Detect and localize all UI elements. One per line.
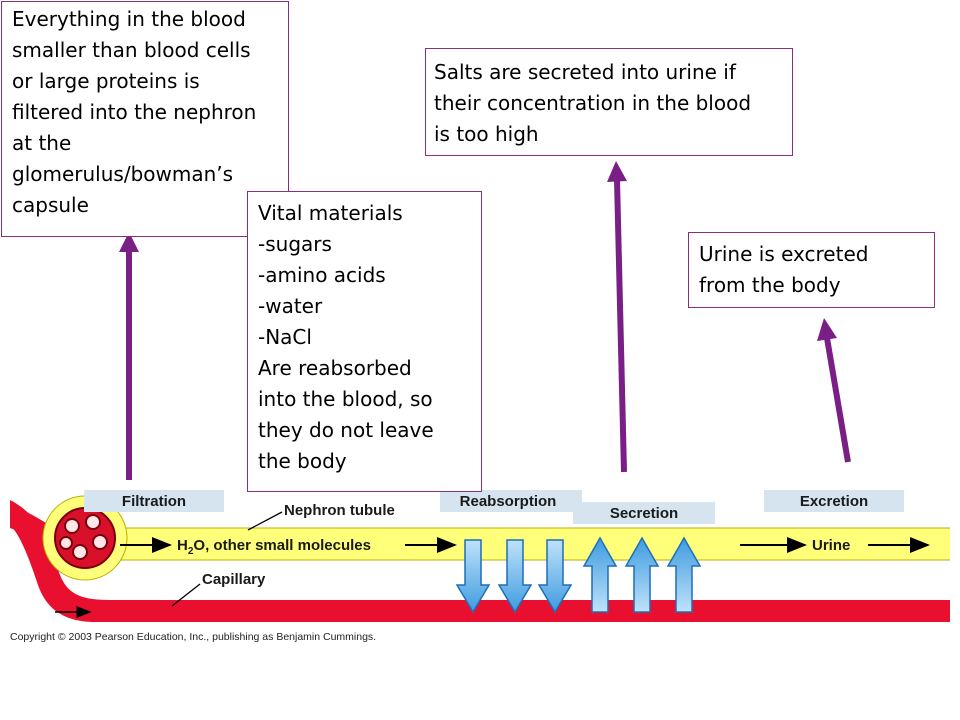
callout-line: Everything in the blood <box>12 7 246 31</box>
callout-line: capsule <box>12 193 89 217</box>
callout-secretion: Salts are secreted into urine if their co… <box>425 48 793 156</box>
callout-excretion: Urine is excreted from the body <box>688 232 935 308</box>
callout-line: Are reabsorbed <box>258 356 412 380</box>
callout-line: filtered into the nephron <box>12 100 257 124</box>
callout-line: -sugars <box>258 232 332 256</box>
callout-line: Vital materials <box>258 201 403 225</box>
callout-line: -water <box>258 294 323 318</box>
stage-label-excretion: Excretion <box>800 493 868 510</box>
callout-line: -NaCl <box>258 325 312 349</box>
pointer-nephron-tubule <box>247 511 283 531</box>
callout-line: the body <box>258 449 347 473</box>
callout-line: Salts are secreted into urine if <box>434 60 736 84</box>
callout-line: -amino acids <box>258 263 386 287</box>
capillary-vessel <box>10 500 950 622</box>
label-nephron-tubule: Nephron tubule <box>284 502 395 519</box>
stage-box-secretion <box>573 502 715 524</box>
label-urine: Urine <box>812 537 850 554</box>
callout-line: Urine is excreted <box>699 242 869 266</box>
callout-line: their concentration in the blood <box>434 91 752 115</box>
glomerulus <box>54 507 116 569</box>
stage-label-secretion: Secretion <box>610 505 678 522</box>
stage-label-reabsorption: Reabsorption <box>460 493 557 510</box>
callout-line: into the blood, so <box>258 387 433 411</box>
callout-reabsorption: Vital materials -sugars -amino acids -water… <box>247 191 482 492</box>
stage-box-excretion <box>764 490 904 512</box>
callout-line: glomerulus/bowman’s <box>12 162 234 186</box>
label-h2o: H2O, other small molecules <box>177 537 371 557</box>
stage-box-reabsorption <box>440 490 582 512</box>
callout-line: smaller than blood cells <box>12 38 251 62</box>
stage-label-filtration: Filtration <box>122 493 186 510</box>
reabsorption-arrows <box>455 539 573 614</box>
label-capillary: Capillary <box>202 571 266 588</box>
callout-line: from the body <box>699 273 841 297</box>
callout-filtration: Everything in the blood smaller than bloo… <box>1 1 289 237</box>
callout-line: at the <box>12 131 72 155</box>
pointer-capillary <box>171 583 201 607</box>
callout-line: they do not leave <box>258 418 434 442</box>
copyright-notice: Copyright © 2003 Pearson Education, Inc.… <box>10 631 376 643</box>
callout-line: is too high <box>434 122 539 146</box>
secretion-arrows <box>582 536 702 613</box>
callout-line: or large proteins is <box>12 69 200 93</box>
stage-box-filtration <box>84 490 224 512</box>
